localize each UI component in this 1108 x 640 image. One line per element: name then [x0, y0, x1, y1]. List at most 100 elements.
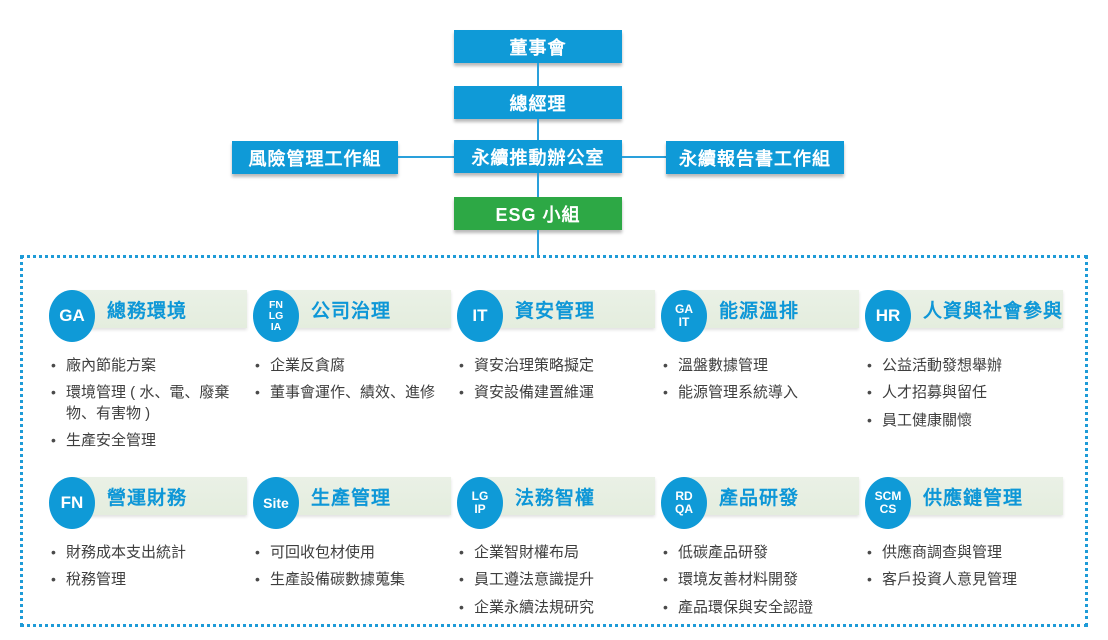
list-item: 廠內節能方案: [49, 356, 247, 376]
badge-hr: HR: [864, 290, 911, 342]
group-product-rd: RD QA 產品研發 低碳產品研發 環境友善材料開發 產品環保與安全認證: [661, 470, 865, 625]
group-items: 企業反貪腐 董事會運作、績效、進修: [253, 356, 451, 404]
group-header: GA 總務環境: [49, 290, 247, 342]
group-title: 法務智權: [515, 487, 596, 509]
group-title-bar: 供應鏈管理: [887, 477, 1063, 515]
badge-code: QA: [675, 502, 693, 516]
group-title: 營運財務: [107, 487, 188, 509]
group-hr-social-participation: HR 人資與社會參與 公益活動發想舉辦 人才招募與留任 員工健康關懷: [864, 283, 1069, 470]
badge-code: SCM: [874, 489, 902, 503]
badge-rd-qa: RD QA: [661, 477, 707, 529]
node-risk-management-group: 風險管理工作組: [232, 141, 398, 174]
list-item: 資安設備建置維運: [457, 383, 655, 403]
group-items: 廠內節能方案 環境管理 ( 水、電、廢棄物、有害物 ) 生產安全管理: [49, 356, 247, 451]
group-items: 溫盤數據管理 能源管理系統導入: [661, 356, 859, 404]
group-header: HR 人資與社會參與: [864, 290, 1063, 342]
group-title: 人資與社會參與: [922, 300, 1063, 322]
badge-code: GA: [674, 302, 693, 316]
group-header: IT 資安管理: [456, 290, 655, 342]
groups-row-2: FN 營運財務 財務成本支出統計 稅務管理 Site: [49, 470, 1069, 625]
group-header: GA IT 能源溫排: [660, 290, 859, 342]
list-item: 公益活動發想舉辦: [865, 356, 1063, 376]
list-item: 低碳產品研發: [661, 543, 859, 563]
group-items: 供應商調查與管理 客戶投資人意見管理: [865, 543, 1063, 591]
group-corporate-governance: FN LG IA 公司治理 企業反貪腐 董事會運作、績效、進修: [252, 283, 457, 470]
group-title-bar: 資安管理: [478, 290, 655, 328]
list-item: 可回收包材使用: [253, 543, 451, 563]
list-item: 能源管理系統導入: [661, 383, 859, 403]
list-item: 客戶投資人意見管理: [865, 570, 1063, 590]
group-items: 資安治理策略擬定 資安設備建置維運: [457, 356, 655, 404]
group-title: 產品研發: [719, 487, 800, 509]
badge-code: IT: [678, 315, 690, 329]
badge-code: FN: [268, 298, 283, 311]
group-title-bar: 產品研發: [683, 477, 859, 515]
group-title: 資安管理: [514, 300, 595, 322]
group-title: 總務環境: [107, 300, 188, 322]
badge-code: RD: [675, 489, 693, 503]
badge-code: LG: [268, 309, 284, 322]
connector-office-report: [622, 156, 666, 158]
esg-groups-panel: GA 總務環境 廠內節能方案 環境管理 ( 水、電、廢棄物、有害物 ) 生產安全…: [20, 255, 1088, 627]
group-header: LG IP 法務智權: [457, 477, 655, 529]
list-item: 生產設備碳數據蒐集: [253, 570, 451, 590]
list-item: 人才招募與留任: [865, 383, 1063, 403]
group-header: RD QA 產品研發: [661, 477, 859, 529]
list-item: 財務成本支出統計: [49, 543, 247, 563]
node-general-manager: 總經理: [454, 86, 622, 119]
node-board: 董事會: [454, 30, 622, 63]
connector-office-esg: [537, 173, 539, 197]
group-operational-finance: FN 營運財務 財務成本支出統計 稅務管理: [49, 470, 253, 625]
group-title: 供應鏈管理: [923, 487, 1024, 509]
group-information-security: IT 資安管理 資安治理策略擬定 資安設備建置維運: [456, 283, 661, 470]
group-title-bar: 公司治理: [274, 290, 451, 328]
group-general-affairs-environment: GA 總務環境 廠內節能方案 環境管理 ( 水、電、廢棄物、有害物 ) 生產安全…: [49, 283, 253, 470]
list-item: 企業智財權布局: [457, 543, 655, 563]
group-supply-chain-management: SCM CS 供應鏈管理 供應商調查與管理 客戶投資人意見管理: [865, 470, 1069, 625]
list-item: 企業反貪腐: [253, 356, 451, 376]
badge-fn-lg-ia: FN LG IA: [252, 290, 299, 342]
list-item: 員工健康關懷: [865, 411, 1063, 431]
group-energy-emissions: GA IT 能源溫排 溫盤數據管理 能源管理系統導入: [660, 283, 865, 470]
groups-row-1: GA 總務環境 廠內節能方案 環境管理 ( 水、電、廢棄物、有害物 ) 生產安全…: [49, 283, 1069, 470]
group-items: 低碳產品研發 環境友善材料開發 產品環保與安全認證: [661, 543, 859, 618]
badge-lg-ip: LG IP: [457, 477, 503, 529]
group-production-management: Site 生產管理 可回收包材使用 生產設備碳數據蒐集: [253, 470, 457, 625]
connector-gm-office: [537, 119, 539, 140]
badge-scm-cs: SCM CS: [865, 477, 911, 529]
list-item: 產品環保與安全認證: [661, 598, 859, 618]
badge-it: IT: [456, 290, 503, 342]
group-title-bar: 營運財務: [71, 477, 247, 515]
badge-code: IP: [474, 502, 486, 516]
group-title-bar: 人資與社會參與: [886, 290, 1063, 328]
group-header: SCM CS 供應鏈管理: [865, 477, 1063, 529]
node-report-group: 永續報告書工作組: [666, 141, 844, 174]
node-sustainability-office: 永續推動辦公室: [454, 140, 622, 173]
list-item: 生產安全管理: [49, 431, 247, 451]
badge-ga-it: GA IT: [660, 290, 707, 342]
list-item: 環境友善材料開發: [661, 570, 859, 590]
group-title-bar: 生產管理: [275, 477, 451, 515]
connector-esg-panel: [537, 230, 539, 256]
badge-code: GA: [59, 306, 85, 325]
badge-code: IT: [472, 306, 488, 325]
group-title: 公司治理: [310, 300, 391, 322]
list-item: 員工遵法意識提升: [457, 570, 655, 590]
group-items: 財務成本支出統計 稅務管理: [49, 543, 247, 591]
list-item: 供應商調查與管理: [865, 543, 1063, 563]
group-title: 生產管理: [311, 487, 392, 509]
group-title-bar: 能源溫排: [682, 290, 859, 328]
group-items: 企業智財權布局 員工遵法意識提升 企業永續法規研究: [457, 543, 655, 618]
group-header: Site 生產管理: [253, 477, 451, 529]
node-esg-team: ESG 小組: [454, 197, 622, 230]
badge-code: HR: [875, 306, 901, 325]
badge-fn: FN: [49, 477, 95, 529]
connector-risk-office: [398, 156, 454, 158]
connector-board-gm: [537, 63, 539, 86]
badge-code: FN: [60, 493, 84, 512]
group-title: 能源溫排: [718, 300, 799, 322]
badge-code: Site: [263, 495, 289, 511]
group-legal-ip: LG IP 法務智權 企業智財權布局 員工遵法意識提升 企業永續法規研究: [457, 470, 661, 625]
group-header: FN LG IA 公司治理: [252, 290, 451, 342]
